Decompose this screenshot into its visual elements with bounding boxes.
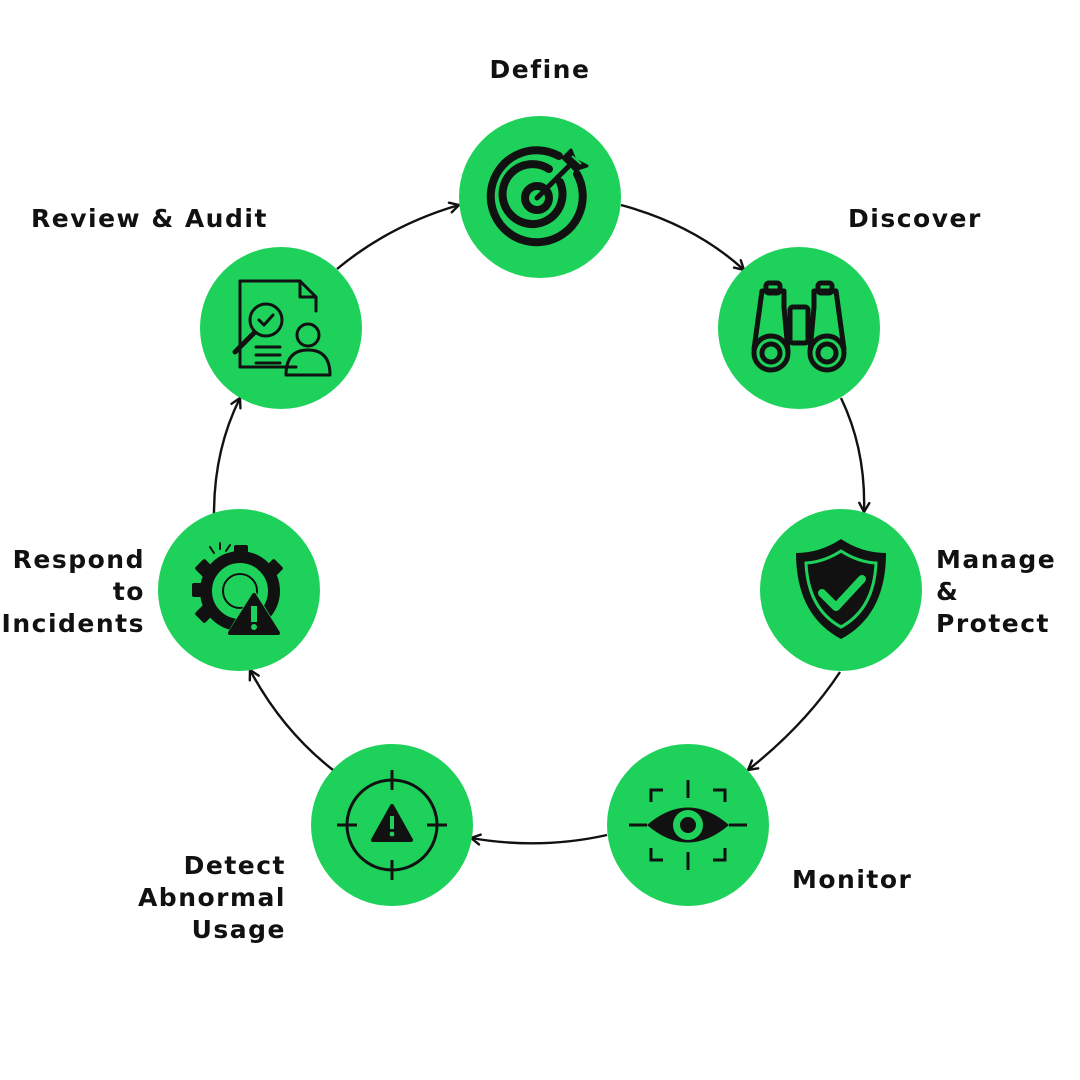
arrow-manage-to-monitor — [746, 671, 842, 772]
document-audit-icon — [232, 279, 332, 377]
label-manage-protect: Manage & Protect — [936, 545, 1057, 638]
node-discover — [718, 247, 880, 409]
arrow-define-to-discover — [620, 203, 746, 272]
arrow-discover-to-manage — [839, 397, 871, 514]
node-respond — [158, 509, 320, 671]
eye-scan-icon — [629, 780, 747, 870]
node-detect — [311, 744, 473, 906]
label-review: Review & Audit — [31, 204, 268, 233]
target-icon — [486, 146, 589, 247]
arrow-detect-to-respond — [248, 668, 334, 771]
node-review — [200, 247, 362, 409]
crosshair-warning-icon — [337, 770, 447, 880]
label-respond: Respond to Incidents — [1, 545, 145, 638]
arrow-monitor-to-detect — [469, 833, 608, 846]
arrow-respond-to-review — [212, 396, 242, 515]
label-detect: Detect Abnormal Usage — [137, 851, 286, 944]
label-discover: Discover — [848, 204, 982, 233]
binoculars-icon — [751, 280, 847, 373]
shield-check-icon — [796, 539, 886, 639]
label-define: Define — [489, 55, 591, 84]
node-monitor — [607, 744, 769, 906]
label-monitor: Monitor — [792, 865, 913, 894]
gear-warning-icon — [192, 542, 283, 635]
arrow-review-to-define — [336, 201, 461, 270]
node-define — [459, 116, 621, 278]
node-manage-protect — [760, 509, 922, 671]
